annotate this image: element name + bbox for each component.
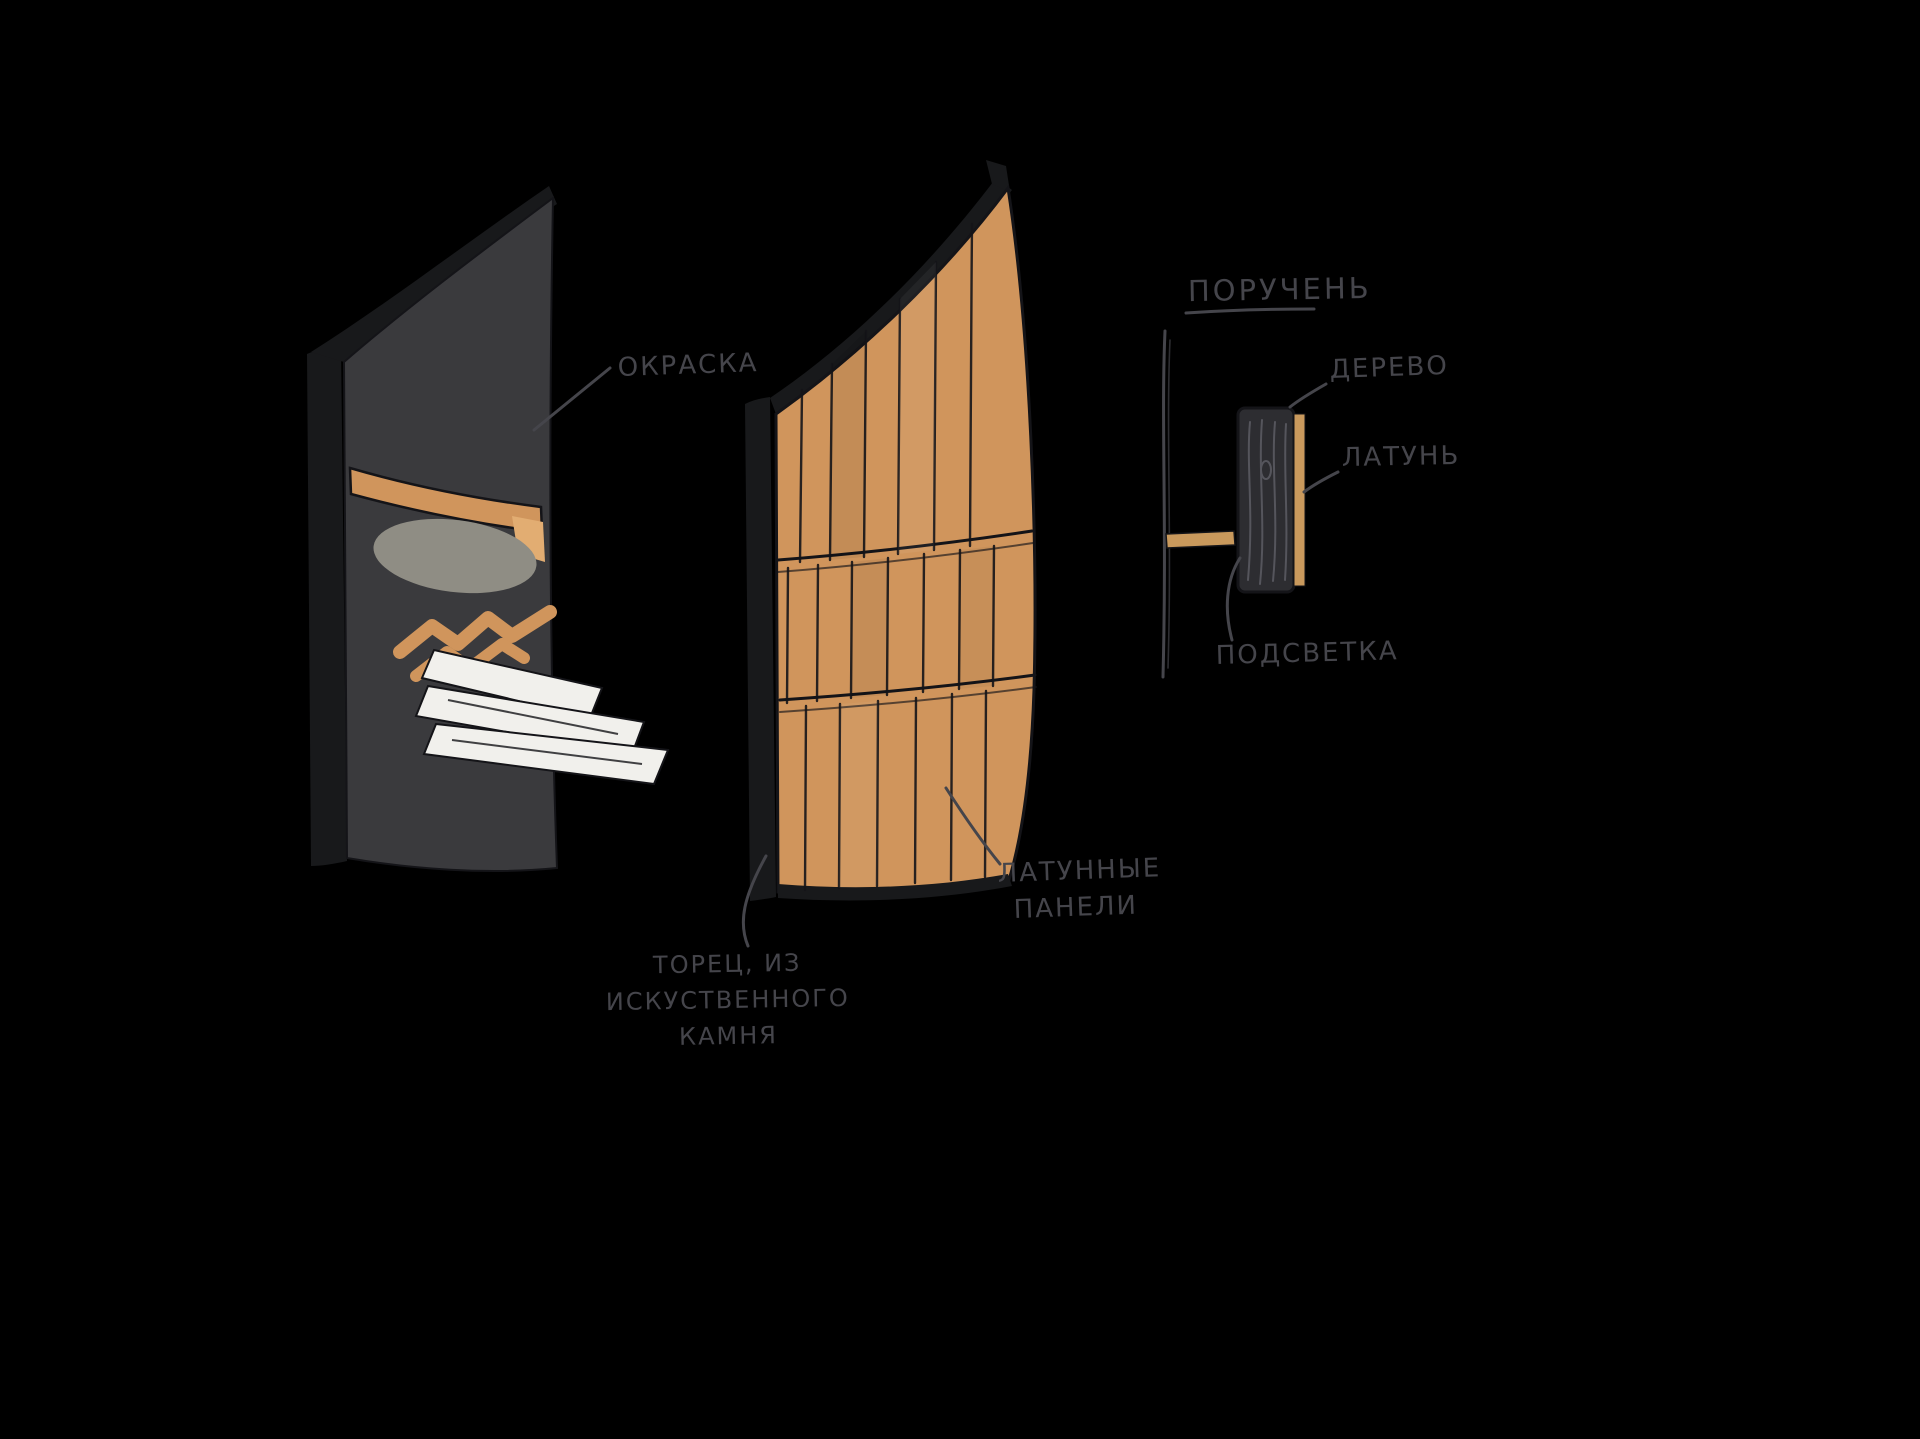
stone-edge-label: ТОРЕЦ, ИЗ ИСКУСТВЕННОГО КАМНЯ — [606, 949, 850, 1051]
svg-text:ТОРЕЦ, ИЗ: ТОРЕЦ, ИЗ — [652, 949, 802, 980]
brass-label: ЛАТУНЬ — [1342, 441, 1461, 473]
wall-bottom-edge — [778, 874, 1012, 901]
handrail-groove — [348, 466, 545, 594]
svg-text:КАМНЯ: КАМНЯ — [679, 1021, 778, 1051]
wood-zigzag-top — [393, 605, 557, 659]
panel-left-edge — [307, 346, 347, 866]
paint-leader-line — [532, 366, 612, 432]
rail-bracket — [1165, 530, 1236, 549]
shelf-assembly — [393, 605, 670, 786]
backlight-leader-line — [1225, 556, 1242, 642]
wood-leader-line — [1288, 382, 1328, 409]
panel-shading — [830, 262, 994, 888]
stone-edge-leader-line — [741, 854, 768, 948]
brass-panels-sketch: ЛАТУННЫЕ ПАНЕЛИ ТОРЕЦ, ИЗ ИСКУСТВЕННОГО … — [606, 160, 1162, 1051]
rail-brass-strip — [1293, 413, 1306, 587]
stone-end-edge — [745, 397, 776, 901]
painted-panel-sketch: ОКРАСКА — [307, 186, 759, 872]
wall-section-line-2 — [1167, 339, 1171, 669]
paint-label: ОКРАСКА — [617, 348, 759, 383]
panel-joints — [785, 222, 996, 892]
panel-top-edge — [311, 186, 557, 362]
wood-label: ДЕРЕВО — [1329, 351, 1449, 385]
handrail-title: ПОРУЧЕНЬ — [1188, 271, 1372, 308]
wall-section-line — [1161, 329, 1167, 679]
brass-panels-label-line2: ПАНЕЛИ — [1013, 891, 1138, 925]
handrail-detail-sketch: ПОРУЧЕНЬ ДЕРЕВО ЛАТУНЬ ПОДСВЕТКА — [1161, 271, 1461, 679]
groove-shadow — [373, 518, 537, 594]
white-slat-3 — [422, 722, 670, 786]
panel-seams — [776, 529, 1037, 713]
brass-panels-label-line1: ЛАТУННЫЕ — [997, 853, 1161, 889]
svg-text:ИСКУСТВЕННОГО: ИСКУСТВЕННОГО — [606, 984, 850, 1016]
brass-panels-leader-line — [944, 786, 1002, 866]
backlight-label: ПОДСВЕТКА — [1215, 636, 1399, 671]
handrail-title-underline — [1184, 307, 1316, 315]
wall-top-tip — [986, 160, 1010, 192]
wall-top-edge — [770, 178, 1012, 414]
rail-wood-grain — [1247, 419, 1288, 585]
brass-leader-line — [1302, 470, 1340, 494]
